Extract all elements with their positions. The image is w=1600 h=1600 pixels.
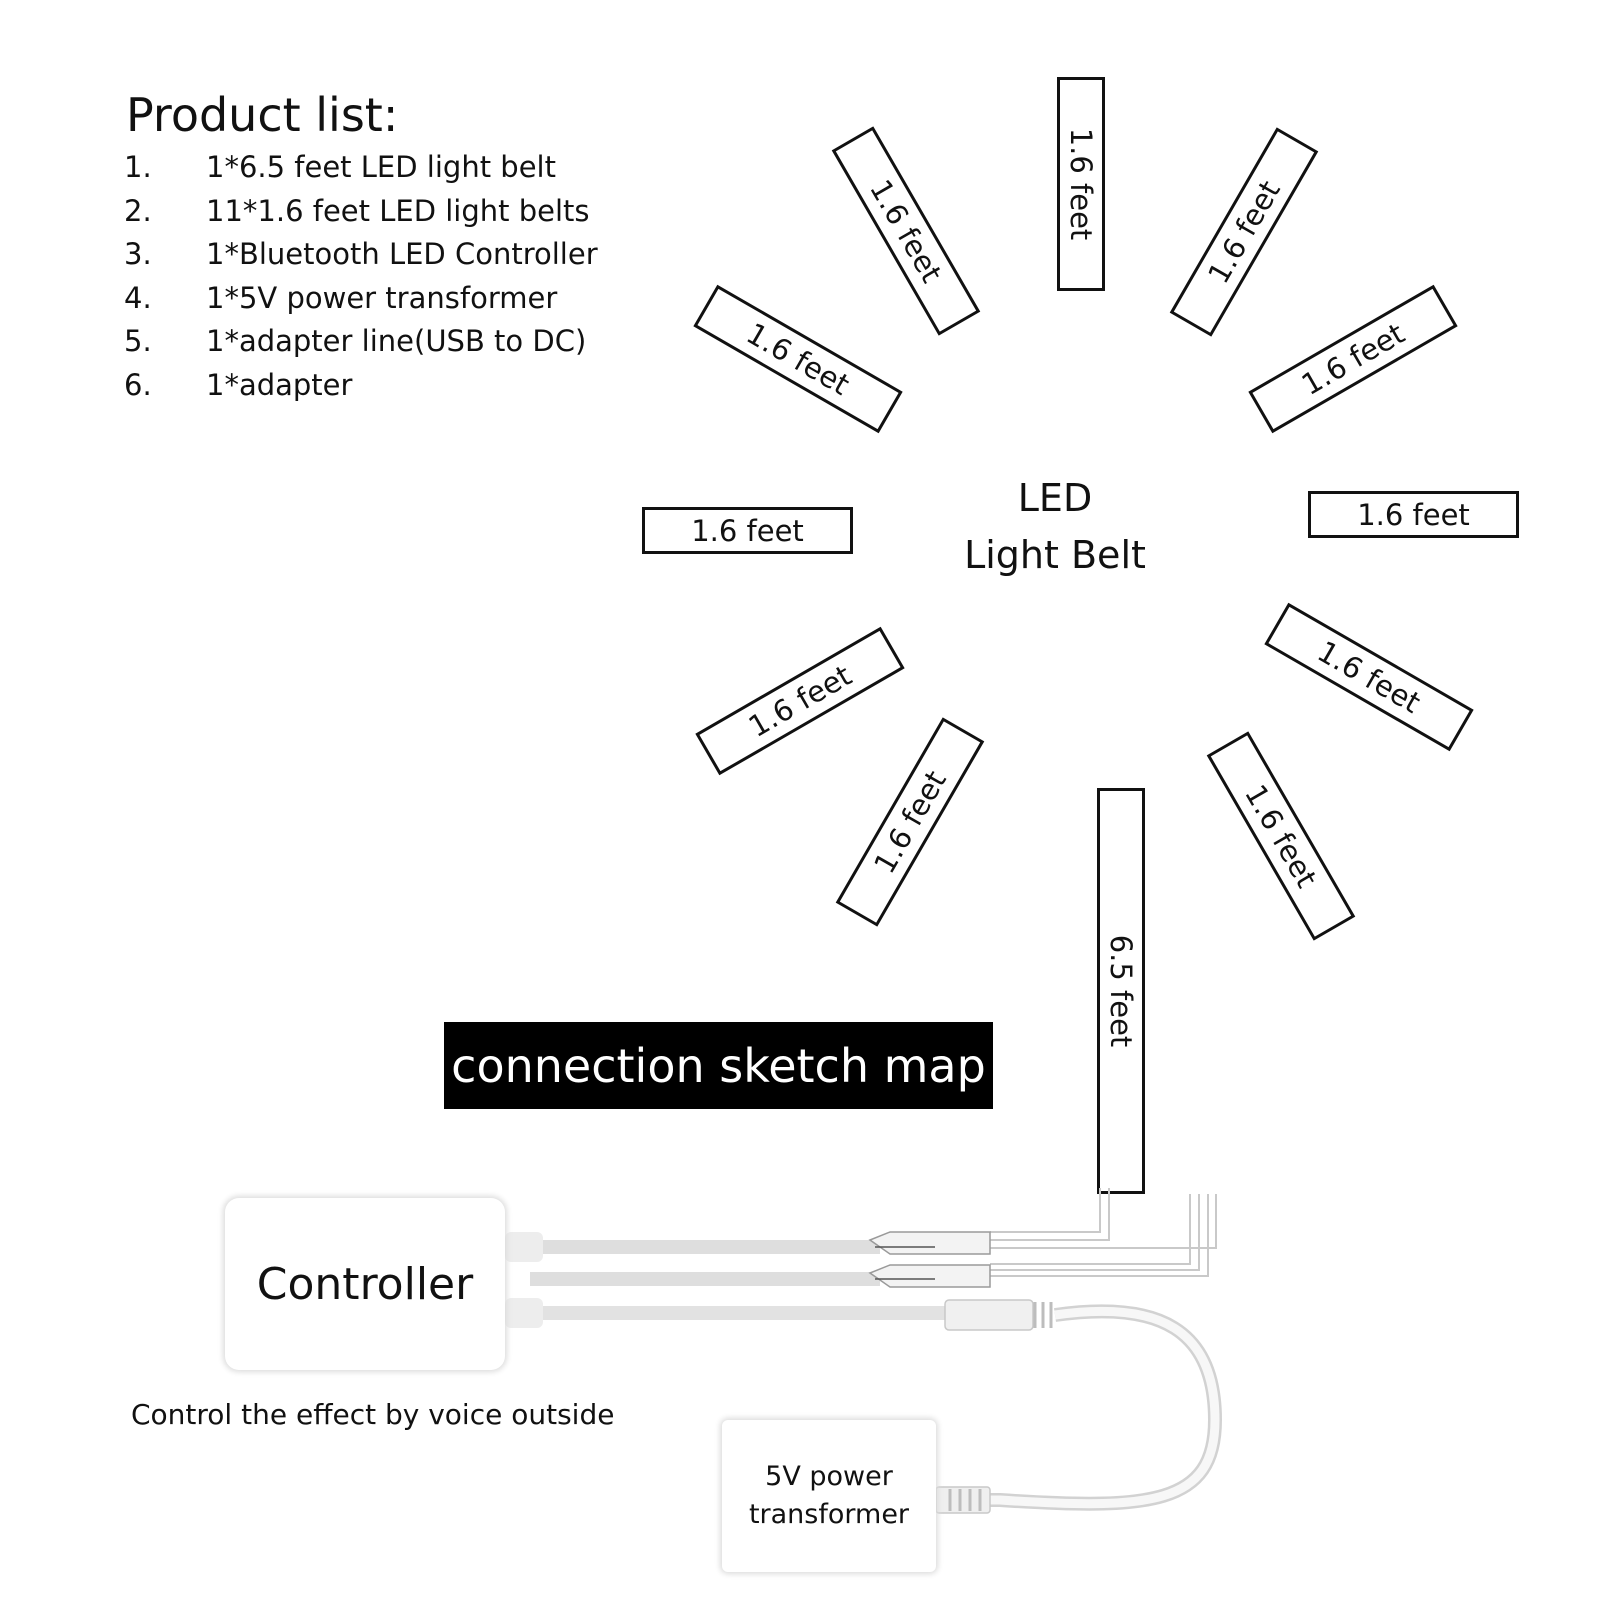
center-label-line2: Light Belt (964, 533, 1146, 577)
list-item-number: 1. (124, 150, 152, 184)
belt-lead-wire (990, 1194, 1191, 1265)
list-item-number: 4. (124, 280, 152, 315)
list-item-number: 5. (124, 324, 152, 358)
list-item-text: 1*6.5 feet LED light belt (206, 150, 556, 184)
controller-port (505, 1232, 543, 1262)
belt-lead-wire (990, 1194, 1200, 1271)
controller-box: Controller (225, 1198, 505, 1370)
list-item-number: 2. (124, 193, 152, 228)
product-list-title: Product list: (126, 88, 399, 142)
list-item-text: 1*adapter (206, 367, 353, 402)
power-transformer-box: 5V power transformer (722, 1420, 936, 1572)
controller-caption: Control the effect by voice outside (131, 1398, 615, 1431)
list-item-text: 11*1.6 feet LED light belts (206, 193, 590, 228)
list-item-number: 6. (124, 367, 152, 402)
controller-port (505, 1298, 543, 1328)
led-light-belt-label: LED Light Belt (950, 470, 1160, 584)
belt-lead-wire (990, 1194, 1209, 1277)
transformer-label-line2: transformer (748, 1499, 910, 1530)
belt-segment-right: 1.6 feet (1308, 491, 1519, 538)
belt-lead-wire (990, 1188, 1101, 1233)
belt-segment-label: 1.6 feet (691, 513, 804, 548)
center-label-line1: LED (1017, 476, 1093, 520)
belt-segment-label: 1.6 feet (1357, 497, 1470, 532)
list-item-number: 3. (124, 237, 152, 271)
power-cable (975, 1306, 1220, 1509)
power-cable (975, 1304, 1223, 1511)
list-item-text: 1*Bluetooth LED Controller (206, 237, 598, 271)
controller-label: Controller (256, 1258, 474, 1310)
connector-plug (875, 1246, 935, 1280)
dc-jack (944, 1299, 1034, 1331)
transformer-label-line1: 5V power (765, 1461, 893, 1492)
belt-lead-wire (990, 1188, 1110, 1241)
list-item-text: 1*5V power transformer (206, 280, 558, 315)
belt-segment-left: 1.6 feet (642, 507, 853, 554)
dc-jack-ribs (1033, 1302, 1053, 1328)
connector-plug (868, 1264, 991, 1288)
list-item-text: 1*adapter line(USB to DC) (206, 324, 587, 358)
transformer-plug-ribs (948, 1489, 982, 1511)
connector-plug (868, 1231, 991, 1255)
connection-banner: connection sketch map (444, 1022, 993, 1109)
transformer-plug (935, 1486, 991, 1514)
belt-lead-wire (990, 1194, 1217, 1249)
